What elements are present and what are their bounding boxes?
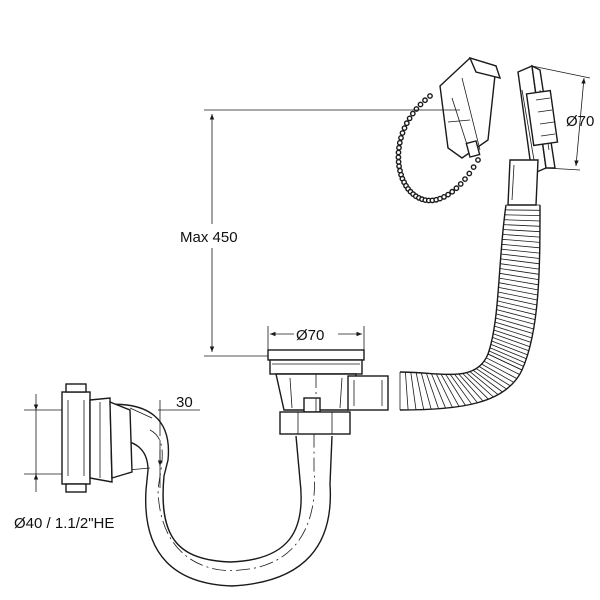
hose-corrugation-ring bbox=[494, 321, 533, 334]
trap-bend bbox=[99, 403, 333, 587]
drain-diameter-label: Ø70 bbox=[296, 327, 324, 344]
hose-corrugation-ring bbox=[445, 374, 466, 406]
dimension-drain-diameter bbox=[267, 326, 365, 350]
hose-corrugation-ring bbox=[466, 372, 494, 398]
hose-corrugation-ring bbox=[496, 304, 536, 316]
chain-bead bbox=[462, 176, 468, 183]
chain-bead bbox=[395, 149, 402, 156]
chain-bead bbox=[396, 139, 403, 146]
chain-bead bbox=[403, 120, 410, 127]
trap-depth-label: 30 bbox=[176, 394, 193, 411]
hose-corrugation-ring bbox=[483, 360, 518, 379]
hose-corrugation-ring bbox=[489, 347, 526, 364]
overflow-head bbox=[507, 64, 559, 206]
chain-bead bbox=[406, 115, 413, 122]
chain-bead bbox=[417, 101, 424, 108]
hose-corrugation-ring bbox=[478, 366, 511, 387]
chain-bead bbox=[470, 164, 477, 171]
hose-corrugation-ring bbox=[501, 248, 540, 254]
hose-corrugation-ring bbox=[495, 313, 535, 325]
hose-corrugation-ring bbox=[435, 373, 453, 408]
hose-corrugation-ring bbox=[495, 317, 534, 330]
hose-corrugation-ring bbox=[449, 374, 472, 405]
plug-stopper bbox=[439, 56, 502, 159]
chain-bead bbox=[457, 181, 464, 187]
chain-bead bbox=[401, 125, 408, 132]
flexible-hose bbox=[399, 204, 541, 411]
hose-corrugation-ring bbox=[410, 372, 417, 410]
hose-corrugation-ring bbox=[500, 258, 540, 265]
hose-corrugation-ring bbox=[493, 329, 532, 343]
chain-bead bbox=[445, 191, 451, 198]
hose-corrugation-ring bbox=[504, 219, 541, 222]
hose-corrugation-ring bbox=[498, 291, 538, 301]
hose-corrugation-ring bbox=[500, 263, 540, 270]
chain-bead bbox=[453, 185, 460, 192]
hose-corrugation-ring bbox=[502, 234, 540, 238]
hose-corrugation-ring bbox=[488, 350, 524, 367]
hose-corrugation-ring bbox=[502, 229, 540, 233]
chain-bead bbox=[398, 134, 404, 141]
chain-bead bbox=[396, 163, 402, 170]
hose-corrugation-ring bbox=[496, 309, 536, 320]
max-height-label: Max 450 bbox=[180, 229, 238, 246]
drain-body bbox=[267, 349, 389, 435]
dimension-outlet-size bbox=[24, 394, 62, 492]
plug-chain bbox=[395, 93, 481, 204]
dimension-overflow-diameter bbox=[531, 65, 591, 171]
hose-corrugation-ring bbox=[458, 373, 484, 402]
chain-bead bbox=[449, 188, 456, 195]
hose-corrugation-ring bbox=[499, 268, 540, 275]
outlet-connector bbox=[61, 383, 133, 493]
hose-corrugation-ring bbox=[481, 363, 514, 383]
hose-corrugation-ring bbox=[500, 253, 540, 259]
chain-bead bbox=[427, 93, 433, 99]
dimension-trap-depth bbox=[157, 400, 200, 488]
chain-bead bbox=[413, 106, 420, 112]
overflow-diameter-label: Ø70 bbox=[566, 113, 594, 130]
hose-corrugation-ring bbox=[501, 243, 540, 249]
hose-corrugation-ring bbox=[476, 368, 507, 390]
hose-corrugation-ring bbox=[491, 340, 528, 356]
hose-corrugation-ring bbox=[415, 372, 425, 410]
chain-bead bbox=[395, 154, 402, 161]
hose-corrugation-ring bbox=[492, 337, 529, 352]
hose-corrugation-ring bbox=[440, 374, 460, 407]
hose-corrugation-ring bbox=[498, 282, 539, 291]
hose-corrugation-ring bbox=[426, 373, 439, 409]
hose-corrugation-ring bbox=[490, 344, 527, 360]
chain-bead bbox=[475, 157, 481, 163]
outlet-size-label: Ø40 / 1.1/2"HE bbox=[14, 515, 114, 532]
dimension-max-height bbox=[178, 109, 460, 357]
hose-corrugation-ring bbox=[472, 369, 503, 393]
hose-corrugation-ring bbox=[493, 333, 531, 348]
hose-corrugation-ring bbox=[498, 287, 538, 296]
hose-corrugation-ring bbox=[487, 353, 523, 371]
chain-bead bbox=[466, 170, 473, 177]
chain-bead bbox=[399, 130, 406, 136]
hose-corrugation-ring bbox=[462, 373, 489, 400]
hose-corrugation-ring bbox=[499, 272, 539, 280]
chain-bead bbox=[422, 97, 428, 104]
hose-corrugation-ring bbox=[503, 224, 541, 227]
chain-bead bbox=[396, 144, 402, 151]
chain-bead bbox=[441, 193, 447, 200]
hose-corrugation-ring bbox=[431, 373, 446, 409]
hose-corrugation-ring bbox=[405, 372, 409, 411]
hose-corrugation-ring bbox=[497, 300, 537, 311]
chain-bead bbox=[395, 158, 402, 165]
hose-corrugation-ring bbox=[454, 374, 478, 404]
hose-corrugation-ring bbox=[504, 214, 541, 216]
hose-corrugation-ring bbox=[502, 238, 540, 243]
hose-corrugation-ring bbox=[420, 372, 432, 410]
hose-corrugation-ring bbox=[499, 277, 539, 286]
hose-corrugation-ring bbox=[469, 371, 499, 396]
chain-bead bbox=[409, 110, 416, 117]
hose-corrugation-ring bbox=[494, 325, 533, 339]
hose-corrugation-ring bbox=[486, 357, 520, 375]
hose-corrugation-ring bbox=[497, 296, 537, 306]
